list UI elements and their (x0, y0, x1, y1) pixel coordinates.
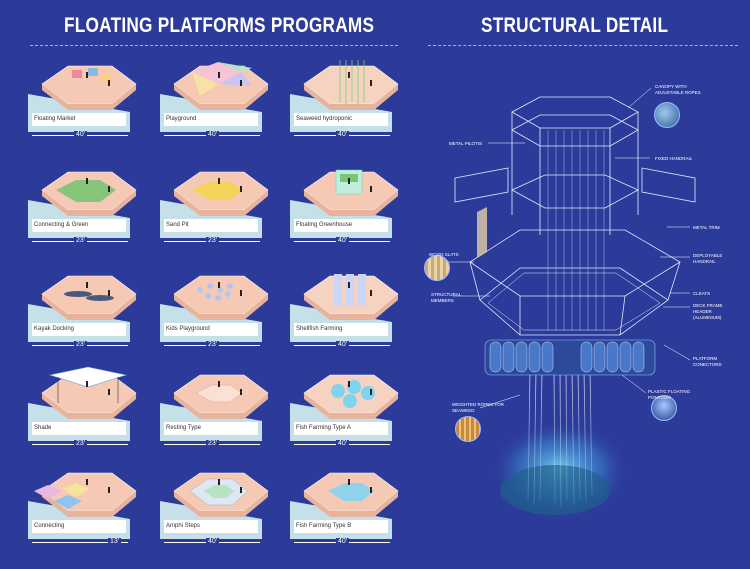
callout-wood-slats: WOOD SLATS (429, 252, 459, 257)
program-label: Fish Farming Type B (294, 520, 388, 533)
callout-structural-members: STRUCTURAL MEMBERS (431, 292, 462, 303)
left-title: FLOATING PLATFORMS PROGRAMS (64, 14, 375, 37)
right-title: STRUCTURAL DETAIL (481, 14, 669, 37)
callout-metal-trim: METAL TRIM (693, 225, 720, 230)
callout-fixed-handrail: FIXED HANDRAIL (655, 156, 693, 161)
callout-deck-frame: DECK FRAME HEADER (ALUMINIUM) (693, 303, 723, 320)
program-label: Amphi Steps (164, 520, 258, 533)
deck-frame (469, 229, 681, 336)
program-card-kids: Kids Playground 23' (160, 264, 278, 372)
weighted-ropes (527, 369, 593, 508)
dimension-label: 40' (74, 131, 88, 138)
right-title-rule (428, 45, 738, 46)
program-card-resting: Resting Type 23' (160, 363, 278, 471)
wood-slats-detail-image (424, 255, 450, 281)
program-card-seaweed: Seaweed hydroponic 40' (290, 54, 408, 162)
program-card-fisha: Fish Farming Type A 40' (290, 363, 408, 471)
callout-metal-pilotis: METAL PILOTIS (449, 141, 483, 146)
program-label: Floating Market (32, 113, 126, 126)
program-card-connecting: Connecting 13' (28, 461, 146, 569)
program-card-shellfish: Shellfish Farming 40' (290, 264, 408, 372)
callout-canopy: CANOPY WITH ADJUSTABLE ROPES (655, 84, 701, 95)
program-card-amphi: Amphi Steps 40' (160, 461, 278, 569)
wood-slat-panel (477, 207, 487, 258)
callout-pontoon: PLASTIC FLOATING PONTOON (648, 389, 691, 400)
dimension-label: 23' (206, 341, 220, 348)
program-label: Resting Type (164, 422, 258, 435)
floating-pontoons (484, 339, 656, 376)
dimension-label: 40' (206, 131, 220, 138)
dimension-label: 40' (336, 538, 350, 545)
program-label: Floating Greenhouse (294, 219, 388, 232)
program-label: Playground (164, 113, 258, 126)
dimension-line (32, 542, 128, 543)
weighted-rope-detail-image (455, 416, 481, 442)
underwater-glow (490, 420, 630, 520)
program-card-playground: Playground 40' (160, 54, 278, 162)
program-label: Connecting (32, 520, 126, 533)
dimension-label: 23' (74, 440, 88, 447)
program-label: Shade (32, 422, 126, 435)
program-label: Shellfish Farming (294, 323, 388, 336)
program-card-sand: Sand Pit 23' (160, 160, 278, 268)
dimension-label: 40' (336, 131, 350, 138)
dimension-label: 23' (206, 440, 220, 447)
program-card-kayak: Kayak Docking 23' (28, 264, 146, 372)
program-card-shade: Shade 23' (28, 363, 146, 471)
callout-leaders (447, 87, 691, 409)
program-label: Connecting & Green (32, 219, 126, 232)
program-label: Sand Pit (164, 219, 258, 232)
program-card-market: Floating Market 40' (28, 54, 146, 162)
dimension-label: 40' (206, 538, 220, 545)
program-card-fishb: Fish Farming Type B 40' (290, 461, 408, 569)
canopy-rope-detail-image (654, 102, 680, 128)
callout-platform-connectors: PLATFORM CONECTORS (693, 356, 722, 367)
program-card-green: Connecting & Green 23' (28, 160, 146, 268)
left-title-rule (30, 45, 398, 46)
callout-weighted-ropes: WEIGHTED ROPES FOR SEAWEED (452, 402, 505, 413)
dimension-label: 40' (336, 440, 350, 447)
dimension-label: 40' (336, 237, 350, 244)
program-card-greenhouse: Floating Greenhouse 40' (290, 160, 408, 268)
dimension-label: 23' (74, 237, 88, 244)
pontoon-detail-image (651, 395, 677, 421)
vertical-ropes (547, 130, 605, 330)
program-label: Kayak Docking (32, 323, 126, 336)
dimension-label: 40' (336, 341, 350, 348)
dimension-label: 13' (108, 538, 122, 545)
callout-cleats: CLEATS (693, 291, 711, 296)
program-label: Kids Playground (164, 323, 258, 336)
dimension-label: 23' (206, 237, 220, 244)
program-label: Fish Farming Type A (294, 422, 388, 435)
program-label: Seaweed hydroponic (294, 113, 388, 126)
dimension-label: 23' (74, 341, 88, 348)
callout-deployable-handrail: DEPLOYABLE HANDRAIL (693, 253, 723, 264)
